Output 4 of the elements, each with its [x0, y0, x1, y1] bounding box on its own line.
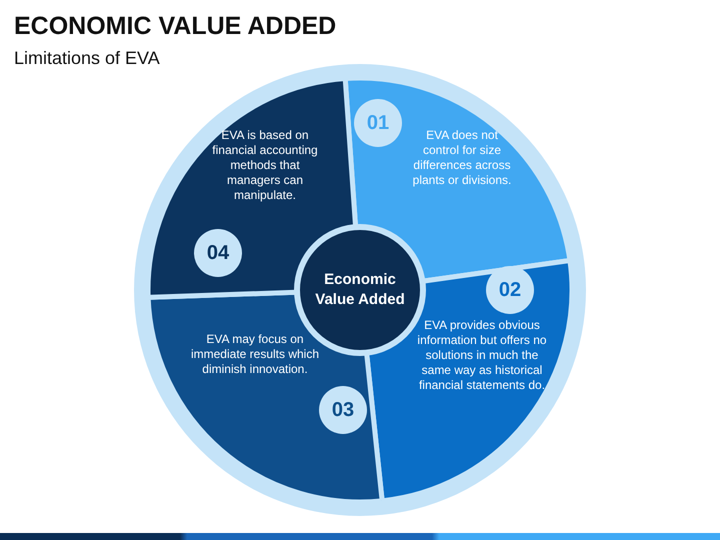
title: ECONOMIC VALUE ADDED	[14, 12, 336, 41]
subtitle: Limitations of EVA	[14, 48, 160, 69]
description-text: EVA does not control for size differences across plants or divisions.	[412, 128, 512, 188]
description-text: EVA is based on financial accounting methods that managers can manipulate.	[211, 128, 319, 203]
